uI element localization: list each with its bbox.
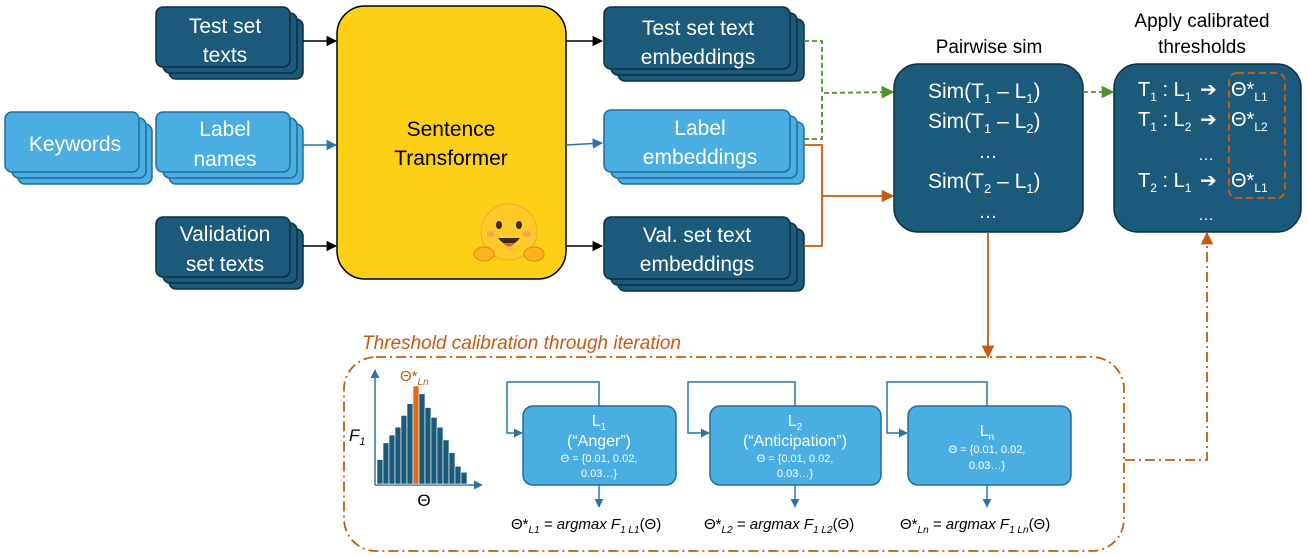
- label-emb-line2: embeddings: [643, 146, 757, 169]
- val-emb-line1: Val. set text: [643, 224, 751, 247]
- label-card-1-theta-line1: Θ = {0.01, 0.02,: [561, 453, 638, 465]
- apply-title-line2: thresholds: [1158, 37, 1246, 58]
- test-embeddings-stack: Test set text embeddings: [603, 6, 805, 82]
- test-set-texts-line1: Test set: [189, 15, 262, 38]
- sentence-transformer-box: Sentence Transformer: [336, 5, 567, 280]
- apply-row-2: T1 : L2: [1138, 109, 1192, 134]
- loop-arrow-n: [886, 381, 988, 438]
- validation-texts-line2: set texts: [186, 253, 264, 276]
- hugging-face-icon: [473, 203, 545, 262]
- histogram-bar: [376, 459, 384, 485]
- result-2: Θ*L2 = argmax F1 L2(Θ): [704, 516, 854, 536]
- histogram-y-label: F1: [349, 426, 366, 448]
- histogram-bar: [454, 466, 462, 485]
- test-set-texts-stack: Test set texts: [155, 6, 304, 80]
- arrow-glyph-2: ➔: [1200, 109, 1217, 131]
- apply-thresholds-box: T1 : L1 ➔ Θ*L1 T1 : L2 ➔ Θ*L2 … T2 : L1 …: [1113, 63, 1302, 233]
- histogram-bar-optimal: [412, 385, 420, 485]
- sim-row-ellipsis-2: …: [979, 202, 998, 223]
- apply-theta-2: Θ*L2: [1231, 109, 1268, 134]
- label-card-n-theta-line1: Θ = {0.01, 0.02,: [949, 444, 1026, 456]
- label-card-n: Ln Θ = {0.01, 0.02, 0.03…} Θ*Ln = argmax…: [886, 381, 1072, 536]
- label-embeddings-stack: Label embeddings: [603, 109, 805, 185]
- val-embeddings-stack: Val. set text embeddings: [603, 216, 805, 292]
- label-card-2: L2 (“Anticipation”) Θ = {0.01, 0.02, 0.0…: [687, 381, 882, 536]
- test-emb-line2: embeddings: [641, 46, 755, 69]
- keywords-label: Keywords: [29, 133, 121, 156]
- label-card-n-name: Ln: [980, 423, 994, 443]
- apply-ellipsis-2: …: [1198, 207, 1214, 224]
- validation-set-texts-stack: Validation set texts: [155, 216, 304, 290]
- test-set-texts-line2: texts: [203, 44, 247, 67]
- calibration-title: Threshold calibration through iteration: [362, 333, 681, 354]
- label-names-line2: names: [193, 148, 256, 171]
- label-card-1-name: L1: [592, 413, 607, 433]
- histogram-bar: [424, 407, 432, 485]
- apply-ellipsis-1: …: [1198, 147, 1214, 164]
- sim-row-2: Sim(T1 – L2): [928, 110, 1041, 136]
- validation-texts-line1: Validation: [180, 223, 271, 246]
- sim-row-ellipsis-1: …: [979, 142, 998, 163]
- label-card-2-theta-line1: Θ = {0.01, 0.02,: [757, 453, 834, 465]
- connector-val-emb-orange: [804, 196, 823, 247]
- pairwise-sim-box: Sim(T1 – L1) Sim(T1 – L2) … Sim(T2 – L1)…: [893, 63, 1084, 233]
- histogram-bar: [448, 452, 456, 485]
- histogram-bar: [460, 471, 468, 485]
- arrow-glyph-1: ➔: [1200, 79, 1217, 101]
- apply-row-3: T2 : L1: [1138, 170, 1192, 195]
- connector-label-emb-orange: [804, 144, 895, 203]
- label-names-line1: Label: [199, 118, 250, 141]
- f1-histogram: F1 Θ Θ*Ln: [349, 368, 483, 510]
- val-emb-line2: embeddings: [640, 253, 754, 276]
- histogram-bars: [376, 385, 468, 485]
- label-card-1: L1 (“Anger”) Θ = {0.01, 0.02, 0.03…} Θ*L…: [506, 381, 677, 536]
- result-1: Θ*L1 = argmax F1 L1(Θ): [511, 516, 661, 536]
- label-card-1-emotion: (“Anger”): [567, 433, 631, 450]
- label-card-1-theta-line2: 0.03…}: [581, 468, 617, 480]
- sim-row-1: Sim(T1 – L1): [928, 80, 1041, 106]
- label-emb-line1: Label: [674, 117, 725, 140]
- transformer-label-line2: Transformer: [394, 147, 508, 170]
- arrow-transformer-to-label-emb: [565, 138, 604, 149]
- sim-row-3: Sim(T2 – L1): [928, 170, 1041, 196]
- histogram-marker-label: Θ*Ln: [400, 368, 429, 388]
- histogram-bar: [418, 393, 426, 485]
- apply-row-1: T1 : L1: [1138, 79, 1192, 104]
- label-card-2-name: L2: [788, 413, 803, 433]
- pairwise-title: Pairwise sim: [936, 37, 1043, 58]
- calibration-panel: [343, 356, 1125, 552]
- theta-highlight-box: [1228, 72, 1286, 199]
- keywords-stack: Keywords: [4, 111, 153, 185]
- histogram-bar: [400, 415, 408, 485]
- apply-theta-3: Θ*L1: [1231, 170, 1268, 195]
- histogram-bar: [394, 426, 402, 485]
- histogram-bar: [382, 442, 390, 485]
- transformer-label-line1: Sentence: [407, 118, 496, 141]
- arrow-glyph-3: ➔: [1200, 170, 1217, 192]
- apply-title-line1: Apply calibrated: [1134, 11, 1269, 32]
- label-card-2-theta-line2: 0.03…}: [777, 468, 813, 480]
- label-names-stack: Label names: [155, 111, 304, 185]
- histogram-bar: [436, 426, 444, 485]
- result-n: Θ*Ln = argmax F1 Ln(Θ): [900, 516, 1050, 536]
- loop-arrow-1: [506, 381, 600, 438]
- apply-theta-1: Θ*L1: [1231, 79, 1268, 104]
- histogram-bar: [406, 403, 414, 485]
- histogram-bar: [442, 439, 450, 485]
- arrow-calibration-to-apply: [1125, 231, 1214, 461]
- loop-arrow-2: [687, 381, 796, 438]
- histogram-x-label: Θ: [417, 491, 430, 510]
- histogram-bar: [388, 434, 396, 485]
- histogram-bar: [430, 417, 438, 485]
- connector-test-emb-green: [804, 40, 895, 99]
- label-card-2-emotion: (“Anticipation”): [743, 433, 847, 450]
- test-emb-line1: Test set text: [642, 17, 754, 40]
- label-card-n-theta-line2: 0.03…}: [969, 460, 1005, 472]
- connector-label-emb-green: [804, 93, 823, 140]
